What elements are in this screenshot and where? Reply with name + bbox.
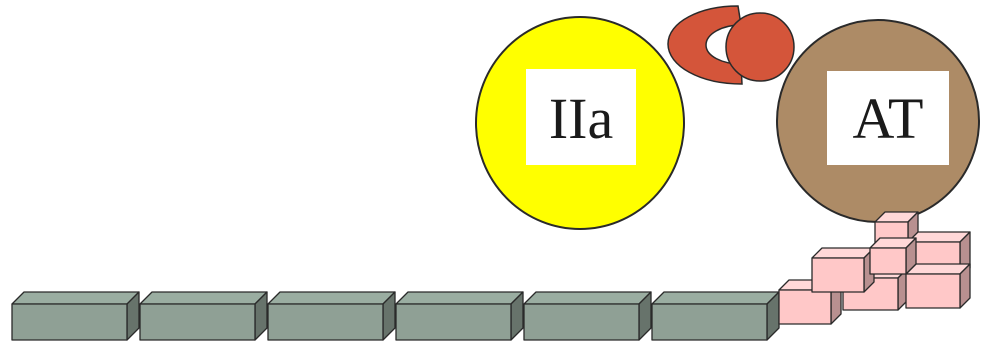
thrombin-label: IIa (549, 86, 613, 151)
antithrombin-label-box (827, 71, 949, 165)
bridge-crescent (667, 5, 795, 85)
chain-block-top (267, 291, 396, 305)
chain-block (523, 291, 652, 341)
pentasaccharide-cube (905, 263, 971, 309)
chain-block-top (139, 291, 268, 305)
bridge-ball (725, 12, 795, 82)
chain-block-front (11, 303, 128, 341)
crescent-shape (667, 5, 743, 85)
chain-block-front (267, 303, 384, 341)
antithrombin: AT (776, 19, 980, 223)
chain-block (11, 291, 140, 341)
chain-block-front (395, 303, 512, 341)
thrombin: IIa (475, 16, 685, 230)
chain-block-front (139, 303, 256, 341)
chain-block-top (523, 291, 652, 305)
pentasaccharide-cube-front (905, 273, 961, 309)
pentasaccharide-cluster (778, 211, 971, 325)
pentasaccharide-cube-front (778, 289, 832, 325)
chain-block-top (651, 291, 780, 305)
chain-block (139, 291, 268, 341)
thrombin-label-box (526, 69, 636, 165)
heparin-chain (11, 291, 780, 341)
chain-block-top (11, 291, 140, 305)
chain-block (395, 291, 524, 341)
chain-block (651, 291, 780, 341)
chain-block-front (523, 303, 640, 341)
chain-block-front (651, 303, 768, 341)
chain-block-top (395, 291, 524, 305)
pentasaccharide-cube-top (905, 263, 971, 275)
chain-block (267, 291, 396, 341)
antithrombin-label: AT (853, 86, 924, 151)
pentasaccharide-cube (811, 247, 875, 293)
pentasaccharide-cube-front (869, 247, 907, 275)
pentasaccharide-cube-front (811, 257, 865, 293)
pentasaccharide-cube (869, 237, 917, 275)
